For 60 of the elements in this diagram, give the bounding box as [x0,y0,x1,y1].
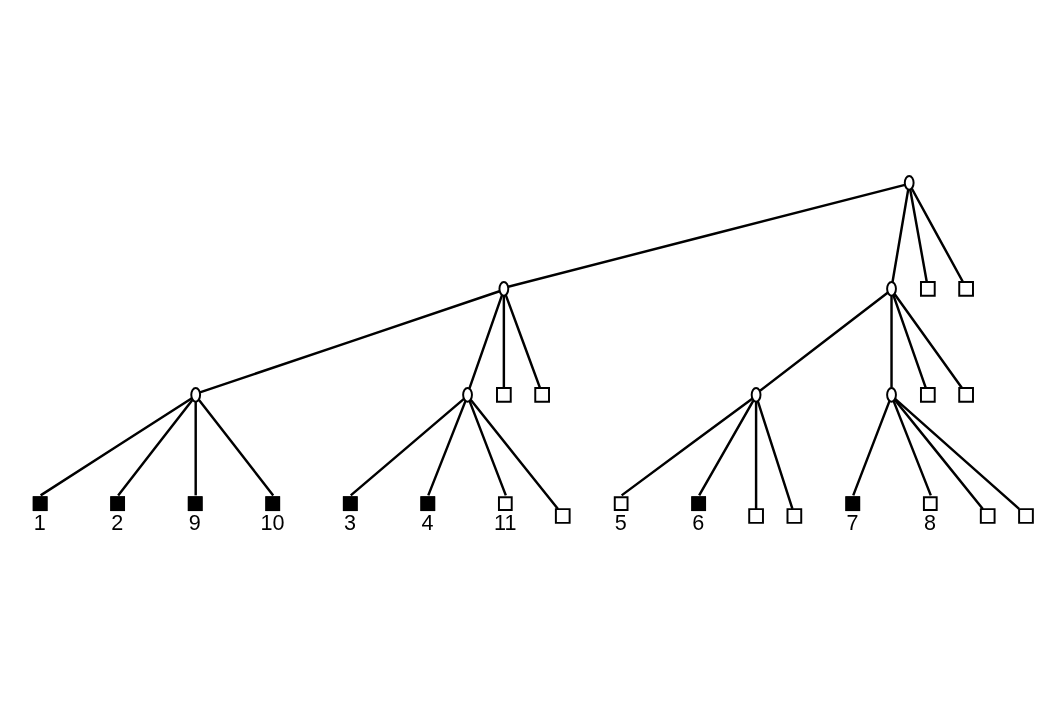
node-label: 2 [111,509,124,535]
node-label: 5 [614,509,627,535]
node-box [958,280,974,297]
connector [504,294,542,388]
node-label: 7 [846,509,859,535]
node-box [786,507,803,524]
connector [756,400,794,509]
connector [890,295,893,388]
connector [759,291,889,392]
connector [894,397,1020,510]
node-label: 3 [343,509,356,535]
node-box [920,280,936,297]
node-box [497,495,513,511]
node-circle [886,280,897,297]
connector [349,397,465,496]
node-box [748,507,764,524]
connector [199,289,500,394]
connector [194,401,197,495]
connector [754,401,758,509]
connector [892,294,927,388]
node-circle [886,386,897,403]
connector [502,295,506,388]
node-circle [903,174,915,191]
node-box [613,495,629,511]
node-box [534,386,550,403]
node-circle [750,386,762,403]
connector [852,400,891,496]
connector [468,400,507,496]
connector [620,397,753,496]
connector [427,400,467,496]
node-circle [190,386,202,403]
connector [893,398,984,510]
node-label: 8 [923,509,936,535]
node-box [1018,507,1034,524]
connector [891,188,910,282]
node-label: 6 [692,509,705,535]
node-box [496,386,512,403]
node-circle [462,386,473,403]
connector [893,293,963,388]
connector [39,396,193,496]
connector [892,400,932,496]
connector [507,183,906,288]
node-label: 4 [421,509,434,535]
node-label: 9 [188,509,201,535]
node-circle [498,280,510,297]
node-box [920,386,936,403]
connector [469,398,559,510]
node-label: 1 [33,509,46,535]
node-box [979,507,996,524]
connector [198,398,275,496]
node-box [554,507,571,524]
connector [909,188,928,282]
connector [910,187,964,282]
connector [117,398,194,496]
node-label: 11 [494,509,517,535]
connector [698,399,755,496]
connector [468,294,504,389]
node-label: 10 [260,509,285,535]
node-box [922,495,938,511]
node-box [958,386,974,403]
